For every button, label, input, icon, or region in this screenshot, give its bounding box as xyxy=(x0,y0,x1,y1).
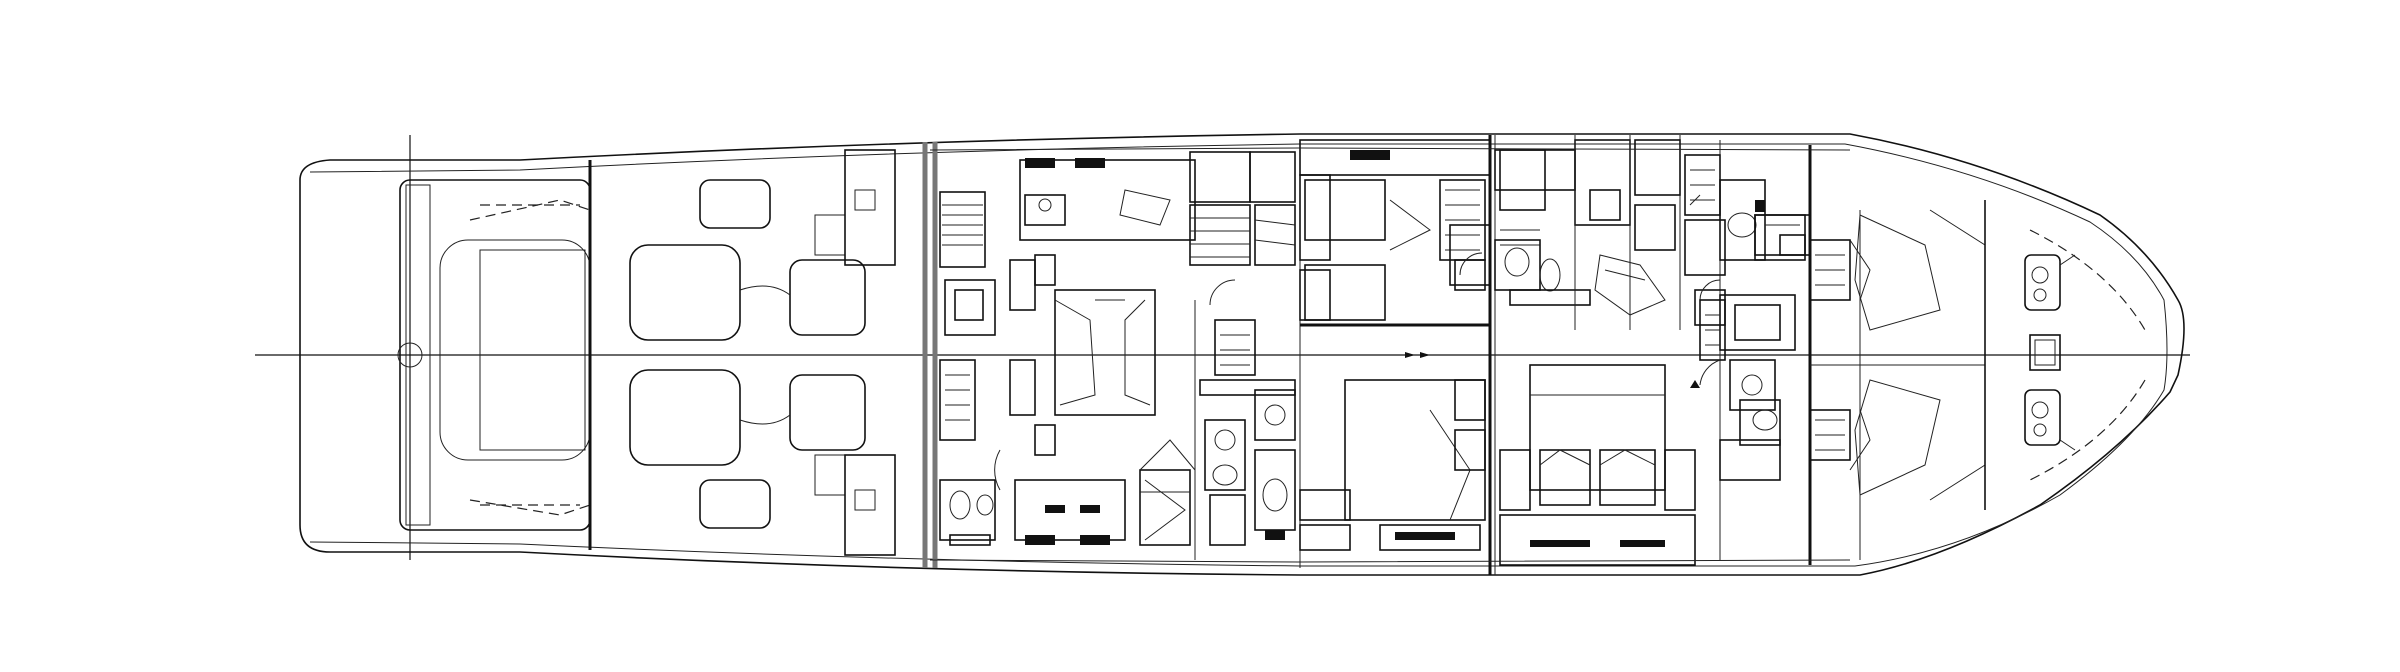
engine-port xyxy=(629,179,866,341)
aft-head xyxy=(939,479,996,541)
bow-deck xyxy=(1984,200,2076,510)
generator-stbd xyxy=(844,454,896,556)
corridor-heads xyxy=(1139,389,1296,546)
bow-bunk-port xyxy=(1854,214,1941,331)
stair-up xyxy=(1189,204,1251,266)
storage-aft-stbd xyxy=(1139,469,1191,546)
anchor-locker-hatch xyxy=(2029,334,2061,371)
forward-utilities xyxy=(1574,135,1726,560)
hull-outline xyxy=(299,133,2185,576)
shower-port xyxy=(1204,419,1246,491)
guest-bunk-lower xyxy=(1304,264,1386,321)
guest-double-bed xyxy=(1344,379,1486,521)
winch-hatch xyxy=(397,342,423,368)
aft-cabin-block xyxy=(939,158,1196,546)
master-cabin xyxy=(1449,139,1696,566)
nightstand-aft-port xyxy=(1009,259,1036,311)
hull-inner-line xyxy=(309,143,2168,567)
wardrobe-aft-port xyxy=(944,279,996,336)
windlass-port xyxy=(2024,254,2061,311)
locker-aft-port xyxy=(939,191,986,268)
guest-bunk-upper xyxy=(1304,179,1386,241)
aft-cabin-settee xyxy=(1014,479,1126,541)
forward-cabin xyxy=(1690,179,1811,481)
engine-stbd xyxy=(629,369,866,529)
side-deck-line-stbd xyxy=(929,559,1851,563)
guest-double-cabin xyxy=(1299,379,1486,551)
vanity-aft xyxy=(1019,159,1196,241)
engine-room xyxy=(480,149,896,556)
windlass-stbd xyxy=(2024,389,2061,446)
guest-double-vanity xyxy=(1379,524,1481,551)
master-bed xyxy=(1529,364,1666,491)
master-sofa xyxy=(1499,514,1696,566)
master-head xyxy=(1494,239,1541,291)
side-deck-line-port xyxy=(929,147,1851,151)
guest-cabins xyxy=(1299,139,1491,327)
aft-cabin-bed xyxy=(1054,289,1156,416)
wardrobe-guest-port xyxy=(1299,174,1331,261)
generator-port xyxy=(844,149,896,266)
hull-dashed-sheer-line xyxy=(2029,229,2146,481)
central-stairwell xyxy=(1189,140,1430,568)
bow-bunk-stbd xyxy=(1854,379,1941,496)
